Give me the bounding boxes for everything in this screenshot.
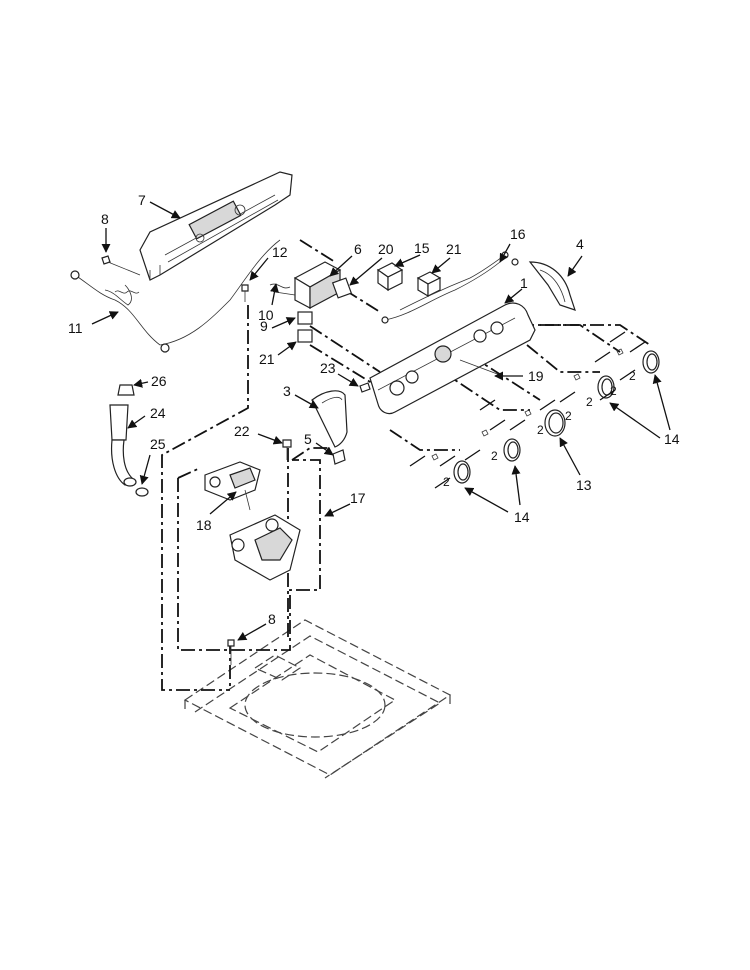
screw-icon xyxy=(101,255,235,665)
callout-13: 13 xyxy=(576,477,592,493)
callout-labels: 7 8 12 11 10 6 20 15 21 16 4 1 9 xyxy=(68,192,680,641)
callout-2a: 2 xyxy=(629,369,636,383)
callout-2e: 2 xyxy=(443,475,450,489)
callout-8b: 8 xyxy=(268,611,276,627)
screw-icon xyxy=(359,382,371,393)
inlet-hose-icon xyxy=(109,384,149,497)
callout-1: 1 xyxy=(520,275,528,291)
callout-2d: 2 xyxy=(491,449,498,463)
clip-icon xyxy=(332,449,346,465)
callout-14b: 14 xyxy=(514,509,530,525)
callout-18: 18 xyxy=(196,517,212,533)
bracket-marks xyxy=(409,331,646,489)
callout-14a: 14 xyxy=(664,431,680,447)
callout-11: 11 xyxy=(68,320,83,336)
control-panel-icon xyxy=(369,302,536,415)
screw-icon xyxy=(241,284,249,302)
callout-21a: 21 xyxy=(446,241,462,257)
switch-module-icon xyxy=(269,261,353,343)
callout-10: 10 xyxy=(258,307,274,323)
callout-23: 23 xyxy=(320,360,336,376)
callout-21b: 21 xyxy=(259,351,275,367)
callout-25: 25 xyxy=(150,436,166,452)
end-cap-icon xyxy=(311,390,348,448)
callout-17: 17 xyxy=(350,490,366,506)
pressure-switch-icon xyxy=(229,514,301,581)
callout-20: 20 xyxy=(378,241,394,257)
valve-icon xyxy=(204,461,261,511)
end-cap-icon xyxy=(528,261,576,311)
wire-harness-icon xyxy=(70,239,281,353)
assembly-lines xyxy=(161,239,651,691)
callout-5: 5 xyxy=(304,431,312,447)
callout-6: 6 xyxy=(354,241,362,257)
callout-2c: 2 xyxy=(537,423,544,437)
callout-26: 26 xyxy=(151,373,167,389)
pin-icon xyxy=(459,359,501,376)
callout-9: 9 xyxy=(260,318,268,334)
console-back-panel-icon xyxy=(139,171,293,281)
switch-icon xyxy=(376,262,442,298)
callout-19: 19 xyxy=(528,368,544,384)
spring-icon xyxy=(431,348,624,461)
callout-8: 8 xyxy=(101,211,109,227)
callout-7: 7 xyxy=(138,192,146,208)
callout-3: 3 xyxy=(283,383,291,399)
callout-2f: 2 xyxy=(610,384,617,398)
callout-24: 24 xyxy=(150,405,166,421)
callout-4: 4 xyxy=(576,236,584,252)
callout-16: 16 xyxy=(510,226,526,242)
callout-2b: 2 xyxy=(586,395,593,409)
callout-15: 15 xyxy=(414,240,430,256)
cabinet-top-icon xyxy=(183,619,452,779)
callout-22: 22 xyxy=(234,423,250,439)
screw-icon xyxy=(282,439,292,460)
callout-12: 12 xyxy=(272,244,288,260)
callout-2g: 2 xyxy=(565,409,572,423)
